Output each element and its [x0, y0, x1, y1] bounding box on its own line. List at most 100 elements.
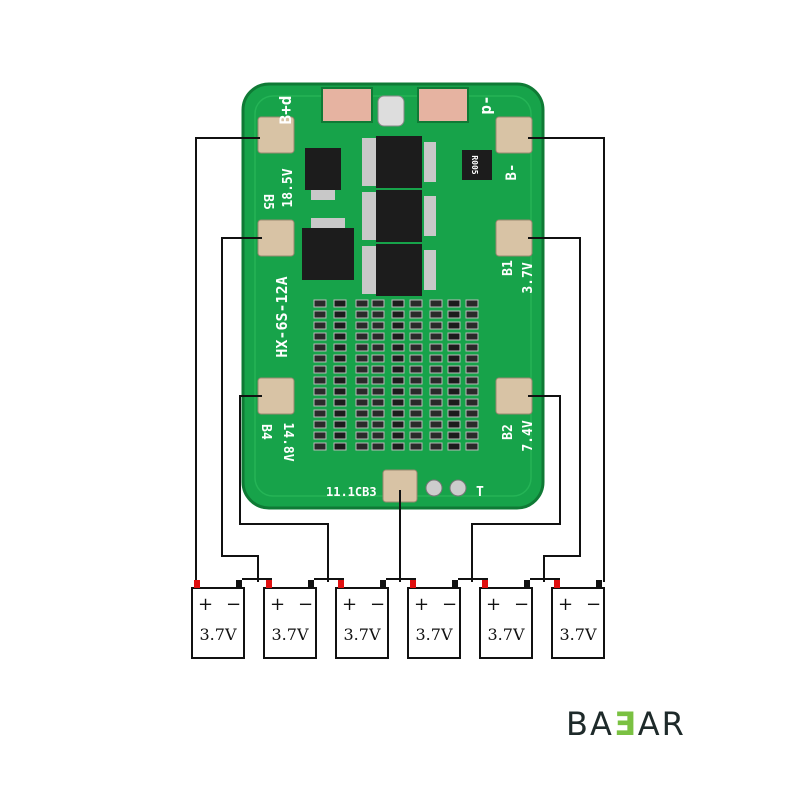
smd-component	[447, 310, 461, 319]
label-t: T	[476, 485, 484, 500]
smd-component	[391, 409, 405, 418]
smd-component	[371, 354, 385, 363]
battery-cells: +−3.7V+−3.7V+−3.7V+−3.7V+−3.7V+−3.7V	[191, 580, 605, 659]
smd-component	[429, 442, 443, 451]
cell-body	[263, 587, 317, 659]
smd-component	[391, 442, 405, 451]
smd-component	[391, 387, 405, 396]
wire-b4	[239, 395, 329, 582]
smd-component	[333, 310, 347, 319]
wire-b1	[528, 237, 581, 582]
cell-body	[551, 587, 605, 659]
battery-cell: +−3.7V	[551, 580, 605, 659]
mosfet-pins-3	[424, 250, 436, 290]
smd-component	[333, 299, 347, 308]
smd-component	[313, 420, 327, 429]
smd-component	[355, 310, 369, 319]
smd-component	[429, 376, 443, 385]
smd-component	[355, 398, 369, 407]
smd-component	[371, 299, 385, 308]
cell-positive-terminal	[410, 580, 416, 588]
smd-component	[447, 409, 461, 418]
smd-component	[447, 431, 461, 440]
smd-component	[391, 398, 405, 407]
smd-component	[447, 387, 461, 396]
cell-positive-terminal	[554, 580, 560, 588]
label-minus-d: -d	[478, 95, 497, 114]
connector-left	[321, 87, 373, 123]
smd-component	[371, 310, 385, 319]
smd-component	[447, 398, 461, 407]
smd-component	[409, 442, 423, 451]
smd-component	[409, 376, 423, 385]
smd-component	[371, 420, 385, 429]
smd-component	[333, 431, 347, 440]
cell-negative-terminal	[524, 580, 530, 588]
label-b2: B2	[501, 424, 516, 440]
label-b-plus-d: B+d	[276, 96, 295, 125]
smd-component	[447, 343, 461, 352]
smd-component	[313, 299, 327, 308]
cell-body	[191, 587, 245, 659]
label-b-minus: B-	[504, 164, 520, 181]
smd-component	[409, 321, 423, 330]
thermistor-hole-1	[425, 479, 443, 497]
cell-positive-terminal	[338, 580, 344, 588]
label-model: HX-6S-12A	[273, 276, 291, 357]
cell-minus-sign: −	[370, 594, 385, 615]
smd-component	[313, 343, 327, 352]
smd-component	[371, 442, 385, 451]
smd-component	[465, 376, 479, 385]
smd-component	[465, 398, 479, 407]
smd-component	[391, 299, 405, 308]
smd-component	[313, 442, 327, 451]
jumper	[377, 95, 405, 127]
label-b4-volt: 14.8V	[280, 422, 295, 461]
cell-voltage: 3.7V	[416, 625, 453, 644]
battery-cell: +−3.7V	[335, 580, 389, 659]
bazar-logo: BAƎAR	[566, 704, 716, 744]
cell-positive-terminal	[482, 580, 488, 588]
smd-component	[409, 431, 423, 440]
smd-component	[465, 420, 479, 429]
cell-minus-sign: −	[514, 594, 529, 615]
label-b1-volt: 3.7V	[521, 262, 536, 293]
smd-component	[313, 409, 327, 418]
smd-component	[313, 321, 327, 330]
smd-component	[355, 420, 369, 429]
smd-component	[429, 310, 443, 319]
pad-b2	[495, 377, 533, 415]
label-b5-volt: 18.5V	[281, 168, 296, 207]
mosfet-body-3	[376, 244, 422, 296]
mosfets	[362, 136, 436, 296]
smd-component	[313, 310, 327, 319]
cell-voltage: 3.7V	[488, 625, 525, 644]
smd-component	[465, 310, 479, 319]
cell-negative-terminal	[380, 580, 386, 588]
ic-small	[305, 148, 341, 190]
thermistor-hole-2	[449, 479, 467, 497]
smd-component	[333, 398, 347, 407]
smd-component	[429, 431, 443, 440]
smd-component	[447, 332, 461, 341]
smd-component	[333, 321, 347, 330]
cell-positive-terminal	[266, 580, 272, 588]
smd-component	[391, 365, 405, 374]
bms-board: R005 B+d -d B- B5 18.5V HX-6S-12A B1 3.7…	[241, 82, 545, 510]
battery-cell: +−3.7V	[479, 580, 533, 659]
pad-b-minus	[495, 116, 533, 154]
smd-component	[429, 409, 443, 418]
battery-cell: +−3.7V	[191, 580, 245, 659]
smd-component	[429, 299, 443, 308]
label-b2-volt: 7.4V	[521, 420, 536, 451]
smd-component	[429, 343, 443, 352]
smd-component	[355, 431, 369, 440]
smd-component	[333, 387, 347, 396]
mosfet-body-2	[376, 190, 422, 242]
smd-component	[447, 376, 461, 385]
smd-component	[447, 442, 461, 451]
smd-component	[465, 387, 479, 396]
smd-component	[355, 299, 369, 308]
smd-component	[465, 354, 479, 363]
smd-component	[447, 354, 461, 363]
